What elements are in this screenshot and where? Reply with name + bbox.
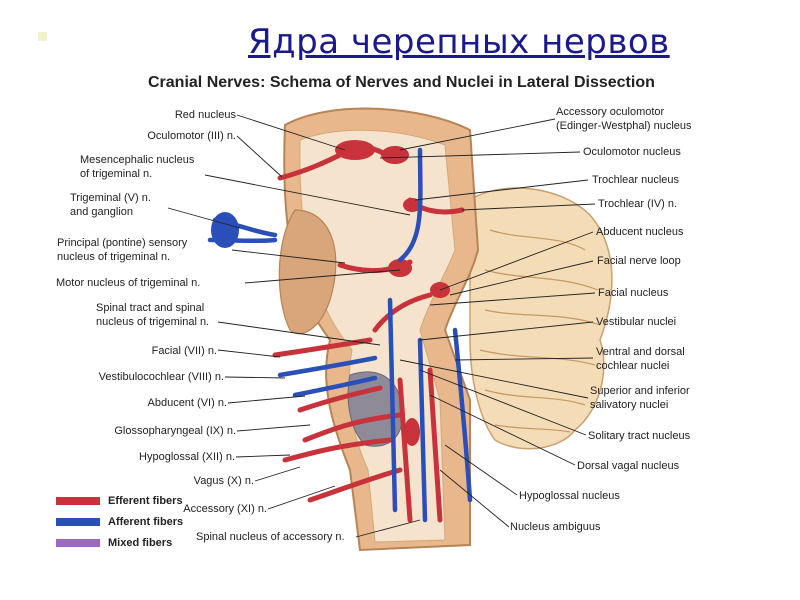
efferent-nuclei <box>335 140 450 446</box>
legend-mixed-swatch <box>56 539 100 548</box>
slide-title: Ядра черепных нервов <box>248 22 670 62</box>
legend-efferent-swatch <box>56 497 100 506</box>
label-red-nucleus: Red nucleus <box>174 109 236 121</box>
label-abducent-nerve: Abducent (VI) n. <box>147 397 228 409</box>
label-trochlear-nerve: Trochlear (IV) n. <box>598 198 678 210</box>
label-oculomotor-nucleus: Oculomotor nucleus <box>583 146 681 158</box>
label-trigeminal-nerve: Trigeminal (V) n.and ganglion <box>70 192 151 218</box>
label-vestibulocochlear-nerve: Vestibulocochlear (VIII) n. <box>98 371 224 383</box>
label-dorsal-vagal-nucleus: Dorsal vagal nucleus <box>577 460 680 472</box>
label-nucleus-ambiguus: Nucleus ambiguus <box>510 521 601 533</box>
label-motor-nucleus-trigeminal: Motor nucleus of trigeminal n. <box>56 277 201 289</box>
legend-afferent-swatch <box>56 518 100 527</box>
label-facial-nerve: Facial (VII) n. <box>151 345 217 357</box>
label-hypoglossal-nucleus: Hypoglossal nucleus <box>519 490 620 502</box>
label-facial-nucleus: Facial nucleus <box>598 287 669 299</box>
figure-title: Cranial Nerves: Schema of Nerves and Nuc… <box>148 74 655 91</box>
label-hypoglossal-nerve: Hypoglossal (XII) n. <box>139 451 235 463</box>
label-facial-nerve-loop: Facial nerve loop <box>597 255 681 267</box>
cerebellum <box>469 187 613 450</box>
label-vagus-nerve: Vagus (X) n. <box>193 475 254 487</box>
label-accessory-nerve: Accessory (XI) n. <box>183 503 267 515</box>
label-spinal-nucleus-accessory: Spinal nucleus of accessory n. <box>196 531 345 543</box>
label-vestibular-nuclei: Vestibular nuclei <box>596 316 677 328</box>
afferent-ganglion <box>211 212 239 248</box>
label-solitary-tract-nucleus: Solitary tract nucleus <box>588 430 691 442</box>
label-trochlear-nucleus: Trochlear nucleus <box>592 174 680 186</box>
legend-efferent: Efferent fibers <box>56 495 183 507</box>
leader-lines <box>167 114 596 538</box>
label-oculomotor-nerve: Oculomotor (III) n. <box>147 130 236 142</box>
label-abducent-nucleus: Abducent nucleus <box>596 226 684 238</box>
legend-afferent: Afferent fibers <box>56 516 183 528</box>
label-glossopharyngeal-nerve: Glossopharyngeal (IX) n. <box>114 425 236 437</box>
slide-bullet <box>38 32 47 41</box>
label-edinger-westphal-nucleus: Accessory oculomotor(Edinger-Westphal) n… <box>556 106 692 132</box>
legend-mixed: Mixed fibers <box>56 537 172 549</box>
